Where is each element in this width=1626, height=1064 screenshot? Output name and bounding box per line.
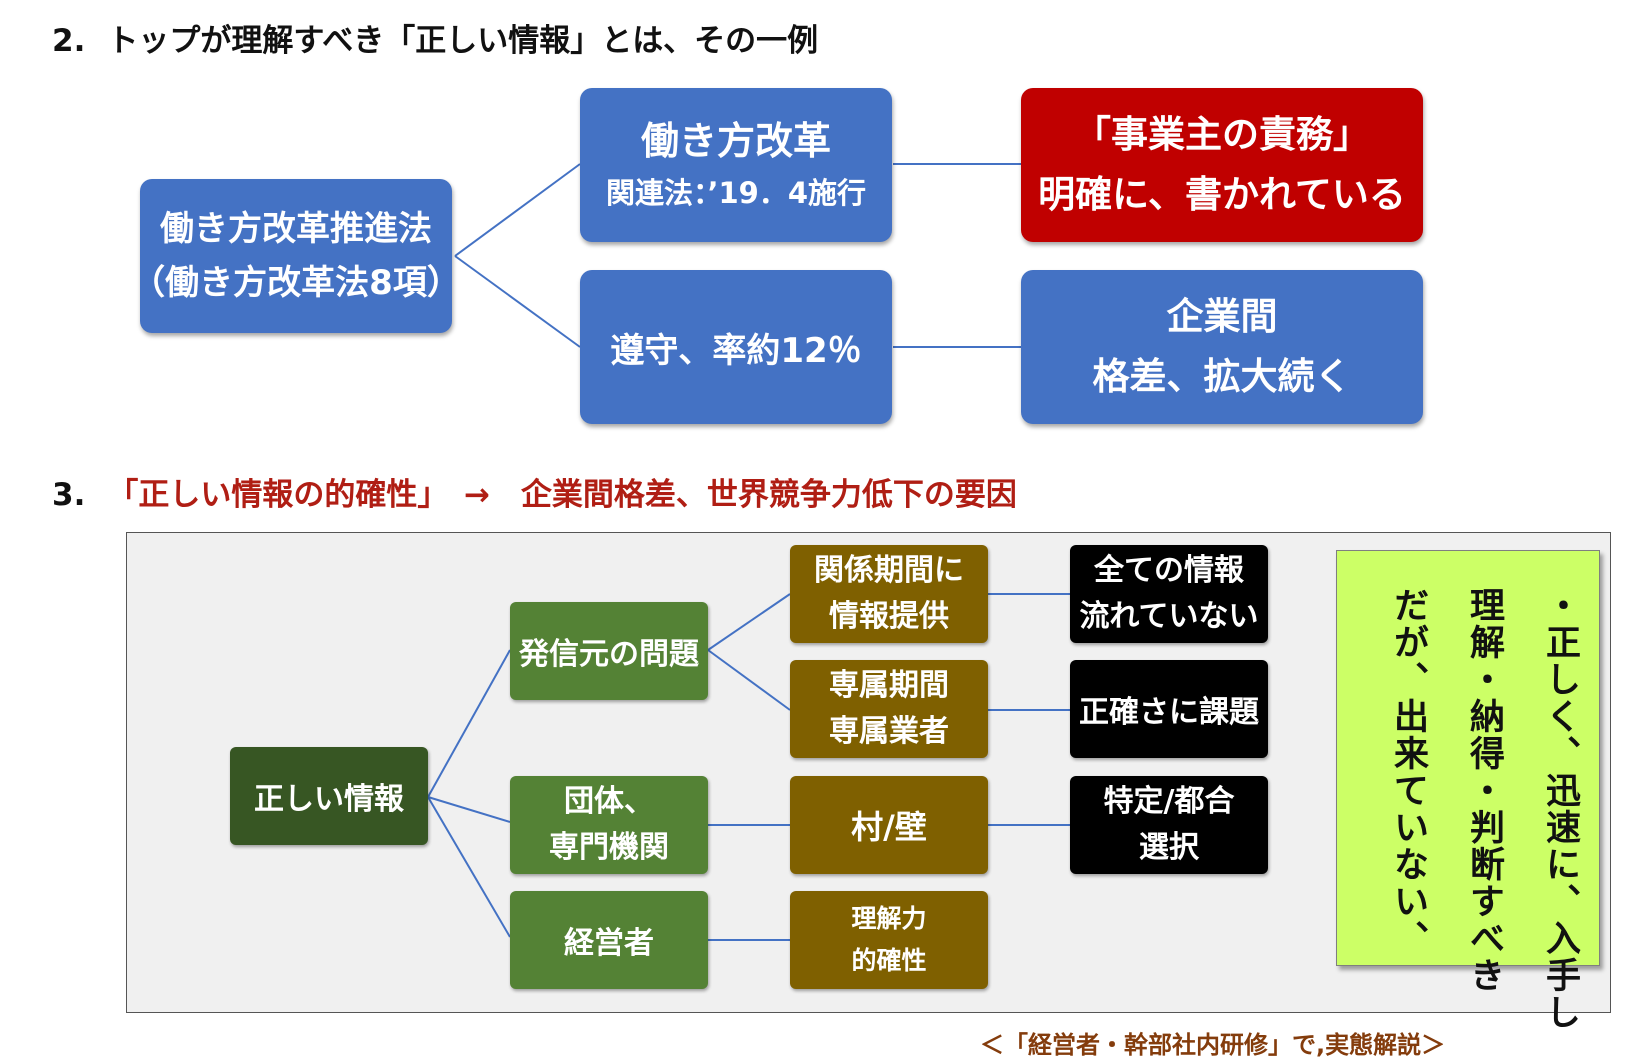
section2-number: 2. bbox=[52, 23, 86, 59]
footer-caption: ＜「経営者・幹部社内研修」で,実態解説＞ bbox=[980, 1031, 1446, 1059]
correct-info-root: 正しい情報 bbox=[230, 747, 428, 845]
effect-selection-line2: 選択 bbox=[1139, 830, 1199, 865]
cause-exclusive-line2: 専属業者 bbox=[829, 714, 949, 749]
effect-not-flowing-line1: 全ての情報 bbox=[1094, 553, 1244, 588]
cause-village-wall-label: 村/壁 bbox=[851, 808, 927, 846]
branch-source-box: 発信元の問題 bbox=[510, 602, 708, 700]
cause-village-wall-box: 村/壁 bbox=[790, 776, 988, 874]
section2-heading: 2. トップが理解すべき「正しい情報」とは、その一例 bbox=[52, 26, 818, 57]
branch-org-line1: 団体、 bbox=[564, 784, 654, 819]
effect-selection-box: 特定/都合 選択 bbox=[1070, 776, 1268, 874]
note-column-1: ・正しく、迅速に、入手し bbox=[1540, 587, 1580, 1031]
gap-line2: 格差、拡大続く bbox=[1092, 355, 1352, 398]
law-root-line2: （働き方改革法8項） bbox=[131, 263, 461, 303]
employer-duty-box: 「事業主の責務」 明確に、書かれている bbox=[1021, 88, 1423, 242]
branch-org-line2: 専門機関 bbox=[549, 830, 669, 865]
branch-manager-label: 経営者 bbox=[564, 926, 654, 961]
reform-title: 働き方改革 bbox=[640, 119, 831, 163]
correct-info-label: 正しい情報 bbox=[254, 782, 404, 817]
law-root-box: 働き方改革推進法 （働き方改革法8項） bbox=[131, 179, 461, 333]
note-column-2: 理解・納得・判断すべき bbox=[1464, 587, 1504, 994]
effect-selection-line1: 特定/都合 bbox=[1103, 784, 1235, 819]
effect-not-flowing-box: 全ての情報 流れていない bbox=[1070, 545, 1268, 643]
branch-org-box: 団体、 専門機関 bbox=[510, 776, 708, 874]
cause-understanding-line2: 的確性 bbox=[851, 946, 927, 975]
compliance-text: 遵守、率約12％ bbox=[610, 330, 862, 371]
cause-understanding-line1: 理解力 bbox=[851, 904, 927, 933]
effect-accuracy-box: 正確さに課題 bbox=[1070, 660, 1268, 758]
effect-accuracy-label: 正確さに課題 bbox=[1079, 695, 1259, 730]
employer-duty-line2: 明確に、書かれている bbox=[1038, 173, 1406, 216]
law-root-line1: 働き方改革推進法 bbox=[160, 209, 432, 249]
gap-box: 企業間 格差、拡大続く bbox=[1021, 270, 1423, 424]
cause-info-provision-box: 関係期間に 情報提供 bbox=[790, 545, 988, 643]
section3-heading: 3. 「正しい情報の的確性」 → 企業間格差、世界競争力低下の要因 bbox=[52, 480, 1017, 511]
section3-title: 「正しい情報の的確性」 → 企業間格差、世界競争力低下の要因 bbox=[107, 477, 1017, 513]
cause-info-provision-line1: 関係期間に bbox=[814, 553, 964, 588]
cause-exclusive-line1: 専属期間 bbox=[829, 668, 949, 703]
reform-box: 働き方改革 関連法：’19．4施行 bbox=[580, 88, 892, 242]
branch-manager-box: 経営者 bbox=[510, 891, 708, 989]
vertical-note: ・正しく、迅速に、入手し 理解・納得・判断すべき だが、出来ていない、 bbox=[1336, 550, 1600, 1031]
cause-exclusive-box: 専属期間 専属業者 bbox=[790, 660, 988, 758]
section2-title: トップが理解すべき「正しい情報」とは、その一例 bbox=[107, 23, 819, 59]
branch-source-label: 発信元の問題 bbox=[519, 637, 699, 672]
note-column-3: だが、出来ていない、 bbox=[1388, 587, 1428, 957]
employer-duty-line1: 「事業主の責務」 bbox=[1074, 113, 1370, 156]
compliance-box: 遵守、率約12％ bbox=[580, 270, 892, 424]
cause-info-provision-line2: 情報提供 bbox=[829, 599, 949, 634]
reform-sub: 関連法：’19．4施行 bbox=[605, 176, 867, 210]
section3-number: 3. bbox=[52, 477, 86, 513]
cause-understanding-box: 理解力 的確性 bbox=[790, 891, 988, 989]
gap-line1: 企業間 bbox=[1166, 295, 1278, 338]
effect-not-flowing-line2: 流れていない bbox=[1079, 599, 1259, 634]
